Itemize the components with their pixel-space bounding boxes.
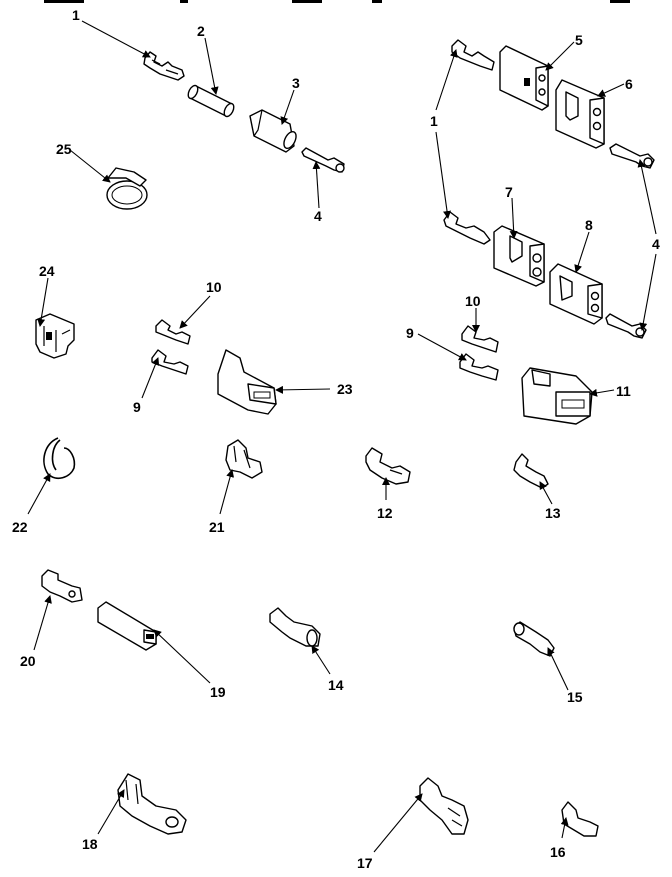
part-25-clamp xyxy=(106,167,148,210)
part-2-sleeve xyxy=(187,84,235,118)
part-22-wire-clip xyxy=(43,437,76,480)
part-16-terminal xyxy=(561,801,599,837)
callout-3: 3 xyxy=(292,75,300,91)
part-21-clip xyxy=(225,439,263,479)
callout-21: 21 xyxy=(209,519,225,535)
part-9-terminal xyxy=(151,349,189,375)
leader-lines xyxy=(27,20,657,853)
part-4b-pin-lower xyxy=(605,313,647,339)
part-19-housing xyxy=(97,601,157,651)
part-20-terminal xyxy=(41,569,83,603)
callout-11: 11 xyxy=(616,383,631,399)
callout-13: 13 xyxy=(545,505,561,521)
part-13-terminal xyxy=(513,453,549,489)
part-15-receptacle xyxy=(513,621,555,657)
callout-15: 15 xyxy=(567,689,583,705)
part-9b-terminal xyxy=(459,353,499,381)
callout-19: 19 xyxy=(210,684,226,700)
part-14-receptacle xyxy=(269,607,321,647)
part-17-terminal xyxy=(419,777,469,835)
callout-5: 5 xyxy=(575,32,583,48)
callout-2: 2 xyxy=(197,23,205,39)
callout-16: 16 xyxy=(550,844,566,860)
part-1b-terminal-lower xyxy=(443,211,491,245)
part-10b-terminal xyxy=(461,325,499,353)
callout-9b: 9 xyxy=(406,325,414,341)
callout-20: 20 xyxy=(20,653,36,669)
part-4-pin xyxy=(301,147,345,173)
part-24-clip xyxy=(35,313,75,359)
callout-10: 10 xyxy=(206,279,222,295)
part-6-housing xyxy=(555,79,605,149)
callout-1b: 1 xyxy=(430,113,438,129)
callout-8: 8 xyxy=(585,217,593,233)
callout-10b: 10 xyxy=(465,293,481,309)
callout-6: 6 xyxy=(625,76,633,92)
part-7-housing xyxy=(493,225,545,287)
part-1-terminal xyxy=(143,51,185,81)
callout-12: 12 xyxy=(377,505,393,521)
callout-1: 1 xyxy=(72,7,80,23)
callout-4: 4 xyxy=(314,208,322,224)
callout-labels: 1 2 3 4 25 5 6 1 7 8 4 24 10 9 23 10 9 1… xyxy=(12,7,660,871)
callout-7: 7 xyxy=(505,184,513,200)
part-18-ring-terminal xyxy=(117,773,187,835)
callout-4b: 4 xyxy=(652,236,660,252)
callout-18: 18 xyxy=(82,836,98,852)
part-8-housing xyxy=(549,263,603,325)
callout-17: 17 xyxy=(357,855,373,871)
part-3-connector xyxy=(249,109,297,153)
part-10-terminal xyxy=(155,319,191,345)
callout-14: 14 xyxy=(328,677,344,693)
callout-22: 22 xyxy=(12,519,28,535)
part-1b-terminal-upper xyxy=(451,39,495,71)
part-23-housing xyxy=(217,349,277,415)
callout-9: 9 xyxy=(133,399,141,415)
callout-25: 25 xyxy=(56,141,72,157)
callout-24: 24 xyxy=(39,263,55,279)
part-5-housing xyxy=(499,45,549,111)
top-edge-fragments xyxy=(44,0,630,3)
callout-23: 23 xyxy=(337,381,353,397)
part-4b-pin-upper xyxy=(609,143,655,169)
part-11-housing xyxy=(521,367,593,425)
part-12-terminal xyxy=(365,447,411,485)
